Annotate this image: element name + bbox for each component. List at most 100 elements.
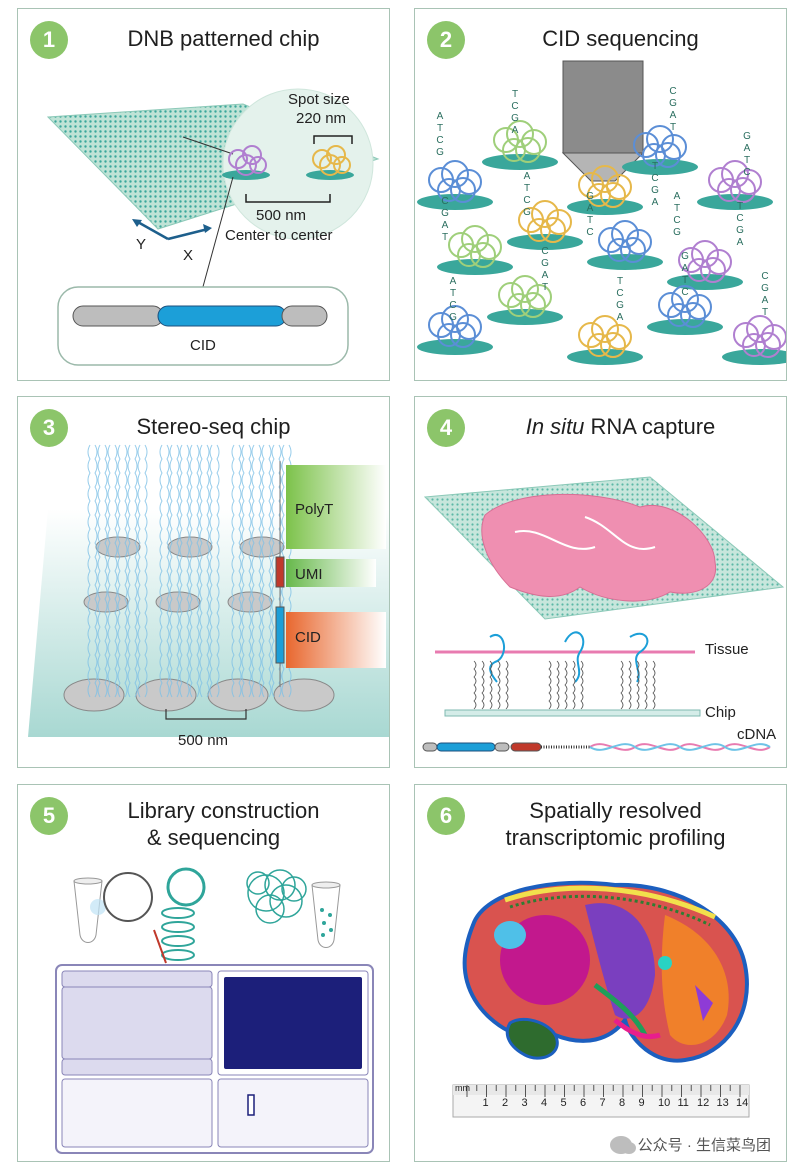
capture-probe — [117, 444, 121, 698]
base-letter: G — [673, 227, 681, 238]
axis-y-label: Y — [136, 236, 147, 253]
dnb-spot — [518, 200, 572, 243]
base-letter: A — [670, 110, 677, 121]
base-letter: T — [542, 282, 548, 293]
base-letter: C — [673, 215, 680, 226]
panel-1-dnb-chip: 1 DNB patterned chip — [17, 8, 390, 381]
capture-probe — [189, 444, 193, 698]
capture-probe — [169, 444, 173, 698]
capture-probe — [261, 444, 265, 698]
ruler-tick-label: 5 — [560, 1097, 567, 1109]
ruler-tick-label: 4 — [541, 1097, 548, 1109]
base-letter: G — [449, 312, 457, 323]
spatial-map-illustration — [452, 880, 750, 1118]
base-letter: G — [523, 207, 531, 218]
base-letter: G — [669, 98, 677, 109]
tube-left — [73, 880, 103, 943]
base-letter: A — [744, 143, 751, 154]
panel-number-badge: 5 — [30, 797, 68, 835]
polyt-label: PolyT — [295, 501, 334, 518]
probe-strand — [556, 660, 560, 710]
capture-probe — [196, 444, 200, 698]
circular-dna — [103, 872, 153, 922]
base-letter: T — [587, 215, 593, 226]
base-letter: G — [681, 251, 689, 262]
capture-spot — [273, 678, 335, 712]
base-letter: T — [762, 307, 768, 318]
base-letter: T — [524, 183, 530, 194]
tube-right — [311, 884, 341, 948]
probe-strand — [636, 660, 640, 710]
dnb-spot — [733, 315, 786, 358]
probe-strand — [580, 660, 584, 710]
base-letter: C — [669, 86, 676, 97]
spacing-label: 500 nm — [178, 732, 229, 749]
base-letter: T — [617, 276, 623, 287]
dnb-spot — [428, 160, 482, 203]
panel-title: In situ RNA capture — [415, 413, 786, 440]
base-letter: A — [542, 270, 549, 281]
dnb-ball — [246, 869, 307, 924]
base-letter: C — [523, 195, 530, 206]
cid-segment — [286, 612, 386, 668]
base-letter: G — [736, 225, 744, 236]
polyt-segment — [286, 465, 386, 549]
panel-title: Stereo-seq chip — [136, 414, 291, 439]
base-letter: G — [441, 208, 449, 219]
watermark: 公众号 · 生信菜鸟团 — [609, 1134, 771, 1155]
base-letter: C — [651, 173, 658, 184]
base-letter: C — [436, 135, 443, 146]
panel-title-line1: Library construction — [127, 798, 320, 823]
tissue-label: Tissue — [705, 641, 749, 658]
panel-6-spatial-profiling: 6 Spatially resolved transcriptomic prof… — [414, 784, 787, 1162]
dnb-spot — [598, 220, 652, 263]
probe-strand — [628, 660, 632, 710]
base-letter: A — [512, 125, 519, 136]
base-letter: C — [511, 101, 518, 112]
dnb-purple — [228, 145, 267, 176]
base-letter: A — [674, 191, 681, 202]
probe-strand — [473, 660, 477, 710]
dnb-spot — [678, 240, 732, 283]
base-letter: T — [744, 155, 750, 166]
ruler-tick-label: 2 — [502, 1097, 509, 1109]
objective-lens — [562, 60, 644, 154]
capture-probe — [258, 444, 262, 698]
capture-probe — [268, 444, 272, 698]
base-letter: C — [441, 196, 448, 207]
cid-sequencing-illustration: ATCGTCGACGATGATCATCGTCGACGATGATCATCGTCGA… — [417, 60, 786, 365]
base-letter: C — [761, 271, 768, 282]
capture-probe — [107, 444, 111, 698]
stereo-seq-illustration — [28, 444, 389, 737]
base-letter: C — [616, 288, 623, 299]
dnb-spot — [633, 125, 687, 168]
ruler-tick-label: 9 — [638, 1097, 645, 1109]
probe-strand — [481, 660, 485, 710]
probe-strand — [548, 660, 552, 710]
dnb-spot — [708, 160, 762, 203]
ruler-tick-label: 11 — [677, 1097, 689, 1109]
probe-strand — [505, 660, 509, 710]
panel-number-badge: 2 — [427, 21, 465, 59]
capture-probe — [199, 444, 203, 698]
base-letter: C — [743, 167, 750, 178]
base-letter: T — [512, 89, 518, 100]
probe-strand — [620, 660, 624, 710]
umi-segment — [286, 559, 376, 587]
ruler-tick-label: 8 — [619, 1097, 626, 1109]
cdna-label: cDNA — [737, 726, 777, 743]
capture-probe — [127, 444, 131, 698]
base-letter: A — [617, 312, 624, 323]
